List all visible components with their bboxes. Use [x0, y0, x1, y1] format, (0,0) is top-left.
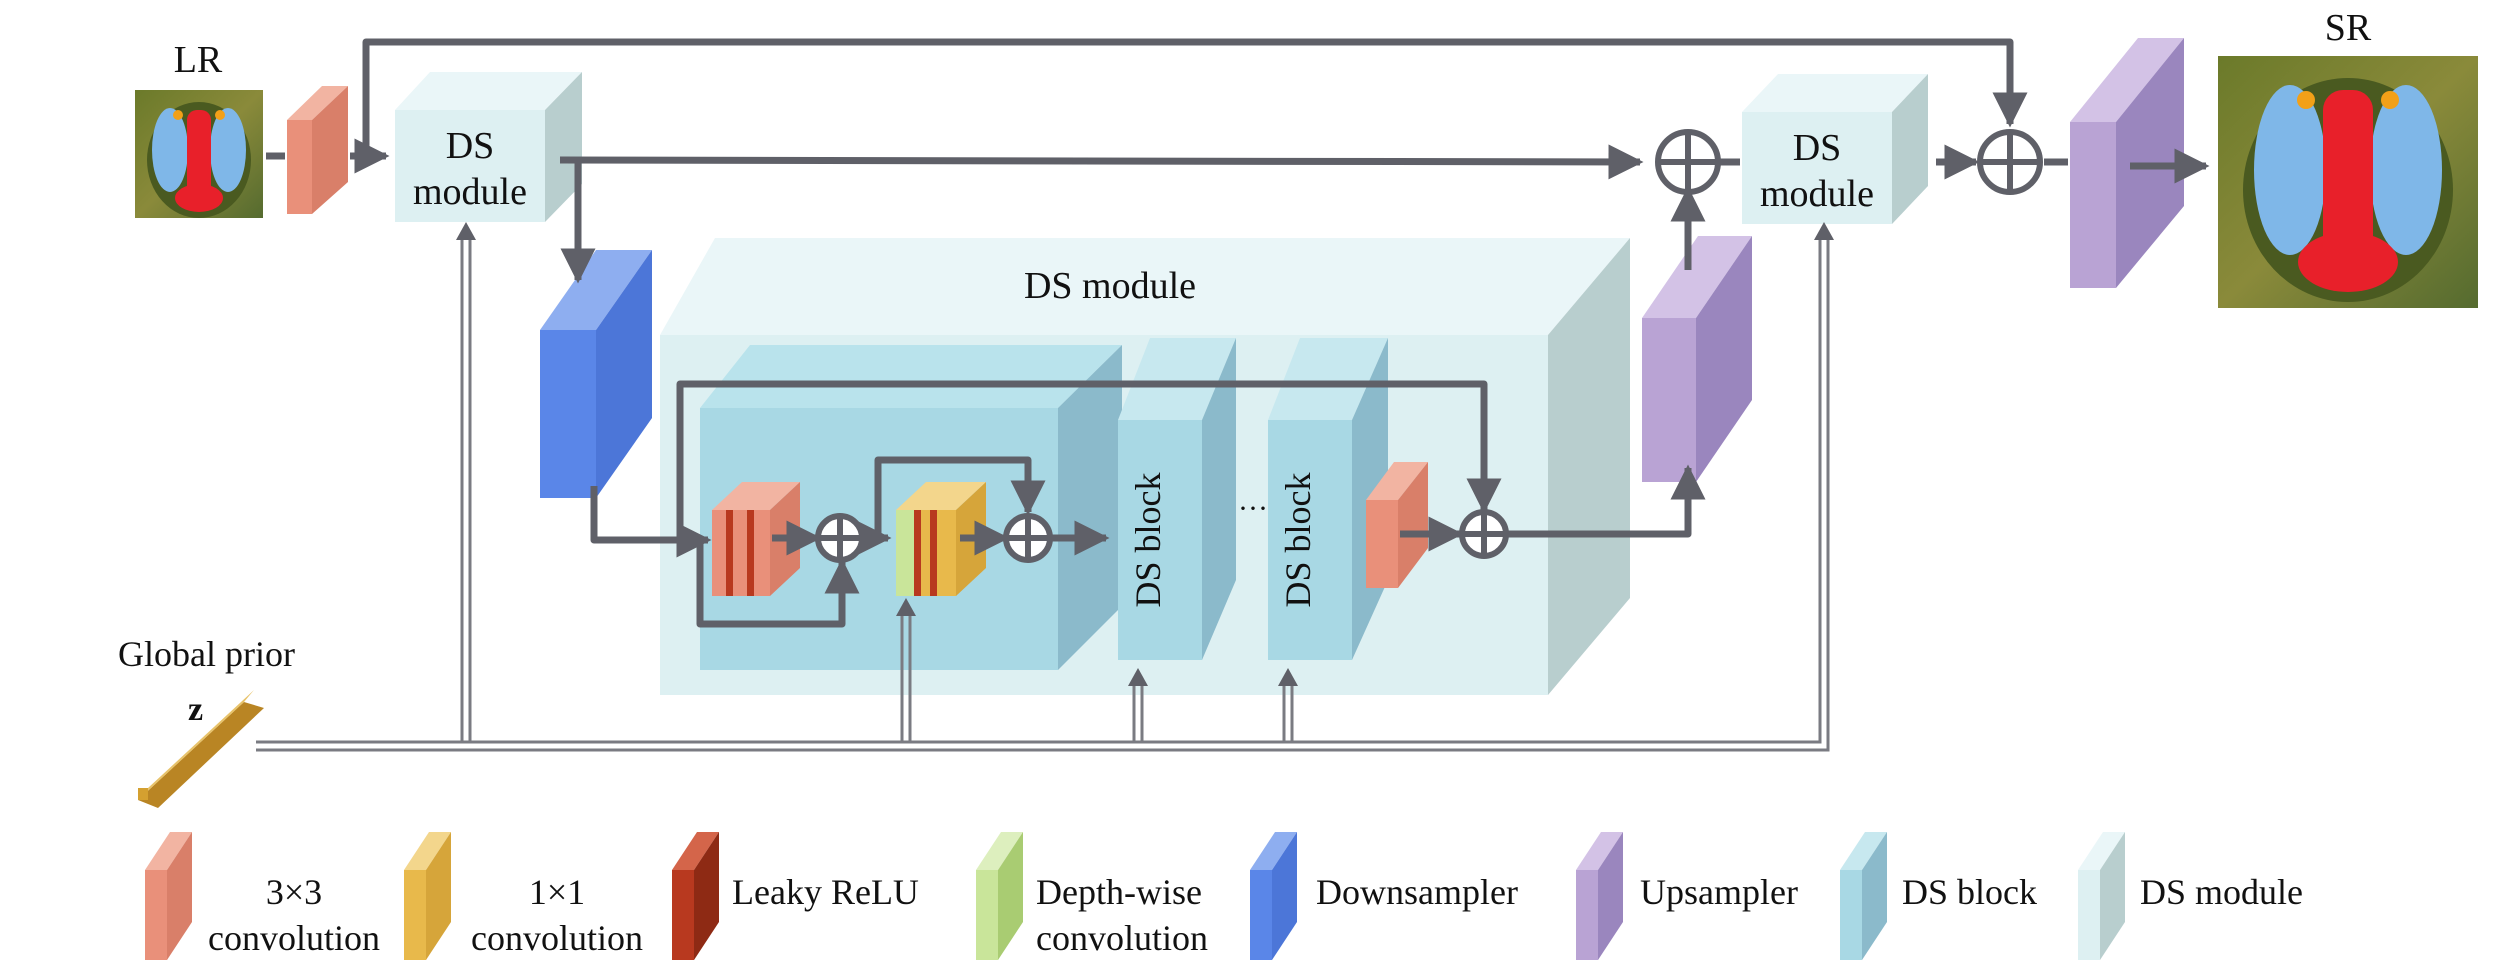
ds-module-left-line1: DS [446, 125, 495, 167]
global-prior-label: Global prior [118, 634, 295, 674]
legend-item-downsampler: Downsampler [1250, 832, 1518, 960]
legend-item-conv3x3: 3×3 convolution [145, 832, 380, 960]
inner-ds-module-title: DS module [1024, 265, 1196, 307]
legend-ds-module-line1: DS module [2140, 872, 2303, 912]
legend-item-upsampler: Upsampler [1576, 832, 1798, 960]
legend: 3×3 convolution 1×1 convolution Leaky Re… [145, 832, 2303, 960]
z-label: z [188, 691, 203, 728]
legend-conv1x1-line2: convolution [471, 918, 643, 958]
sr-image [2218, 56, 2478, 308]
legend-item-ds-module: DS module [2078, 832, 2303, 960]
global-prior-slab [138, 690, 264, 808]
legend-leaky-relu-line1: Leaky ReLU [732, 872, 919, 912]
lr-image [135, 90, 263, 218]
legend-item-conv1x1: 1×1 convolution [404, 832, 643, 960]
legend-conv1x1-line1: 1×1 [529, 872, 585, 912]
conv3x3-inner-end [1366, 462, 1428, 588]
connections [266, 38, 2210, 628]
legend-ds-block-line1: DS block [1902, 872, 2037, 912]
ds-block-3-label: DS block [1278, 473, 1318, 608]
legend-conv3x3-line2: convolution [208, 918, 380, 958]
plus-node-b [1003, 513, 1053, 563]
legend-conv3x3-line1: 3×3 [266, 872, 322, 912]
ds-block-2 [1118, 338, 1236, 660]
ds-block-2-label: DS block [1128, 473, 1168, 608]
ds-module-right [1742, 74, 1928, 224]
conv3x3-input [287, 86, 348, 214]
ellipsis: ··· [1238, 492, 1268, 525]
ds-module-right-line1: DS [1793, 127, 1842, 169]
ds-module-left-line2: module [413, 171, 527, 213]
ds-module-left [395, 72, 582, 222]
inner-conv-block-1 [712, 482, 800, 596]
sr-label: SR [2325, 7, 2372, 49]
legend-depthwise-line1: Depth-wise [1036, 872, 1202, 912]
plus-node-2 [1977, 129, 2043, 195]
legend-downsampler-line1: Downsampler [1316, 872, 1518, 912]
plus-node-c [1459, 509, 1509, 559]
legend-item-ds-block: DS block [1840, 832, 2037, 960]
ds-module-right-line2: module [1760, 173, 1874, 215]
downsampler-slab [540, 250, 652, 498]
plus-node-1 [1655, 129, 1721, 195]
legend-depthwise-line2: convolution [1036, 918, 1208, 958]
plus-nodes [815, 129, 2043, 563]
legend-item-leaky-relu: Leaky ReLU [672, 832, 919, 960]
upsampler-slab-mid [1642, 236, 1752, 482]
lr-label: LR [174, 39, 223, 81]
legend-upsampler-line1: Upsampler [1640, 872, 1798, 912]
plus-node-a [815, 513, 865, 563]
legend-item-depthwise: Depth-wise convolution [976, 832, 1208, 960]
prior-arrowheads [456, 222, 1834, 686]
prior-connections [256, 236, 1830, 752]
